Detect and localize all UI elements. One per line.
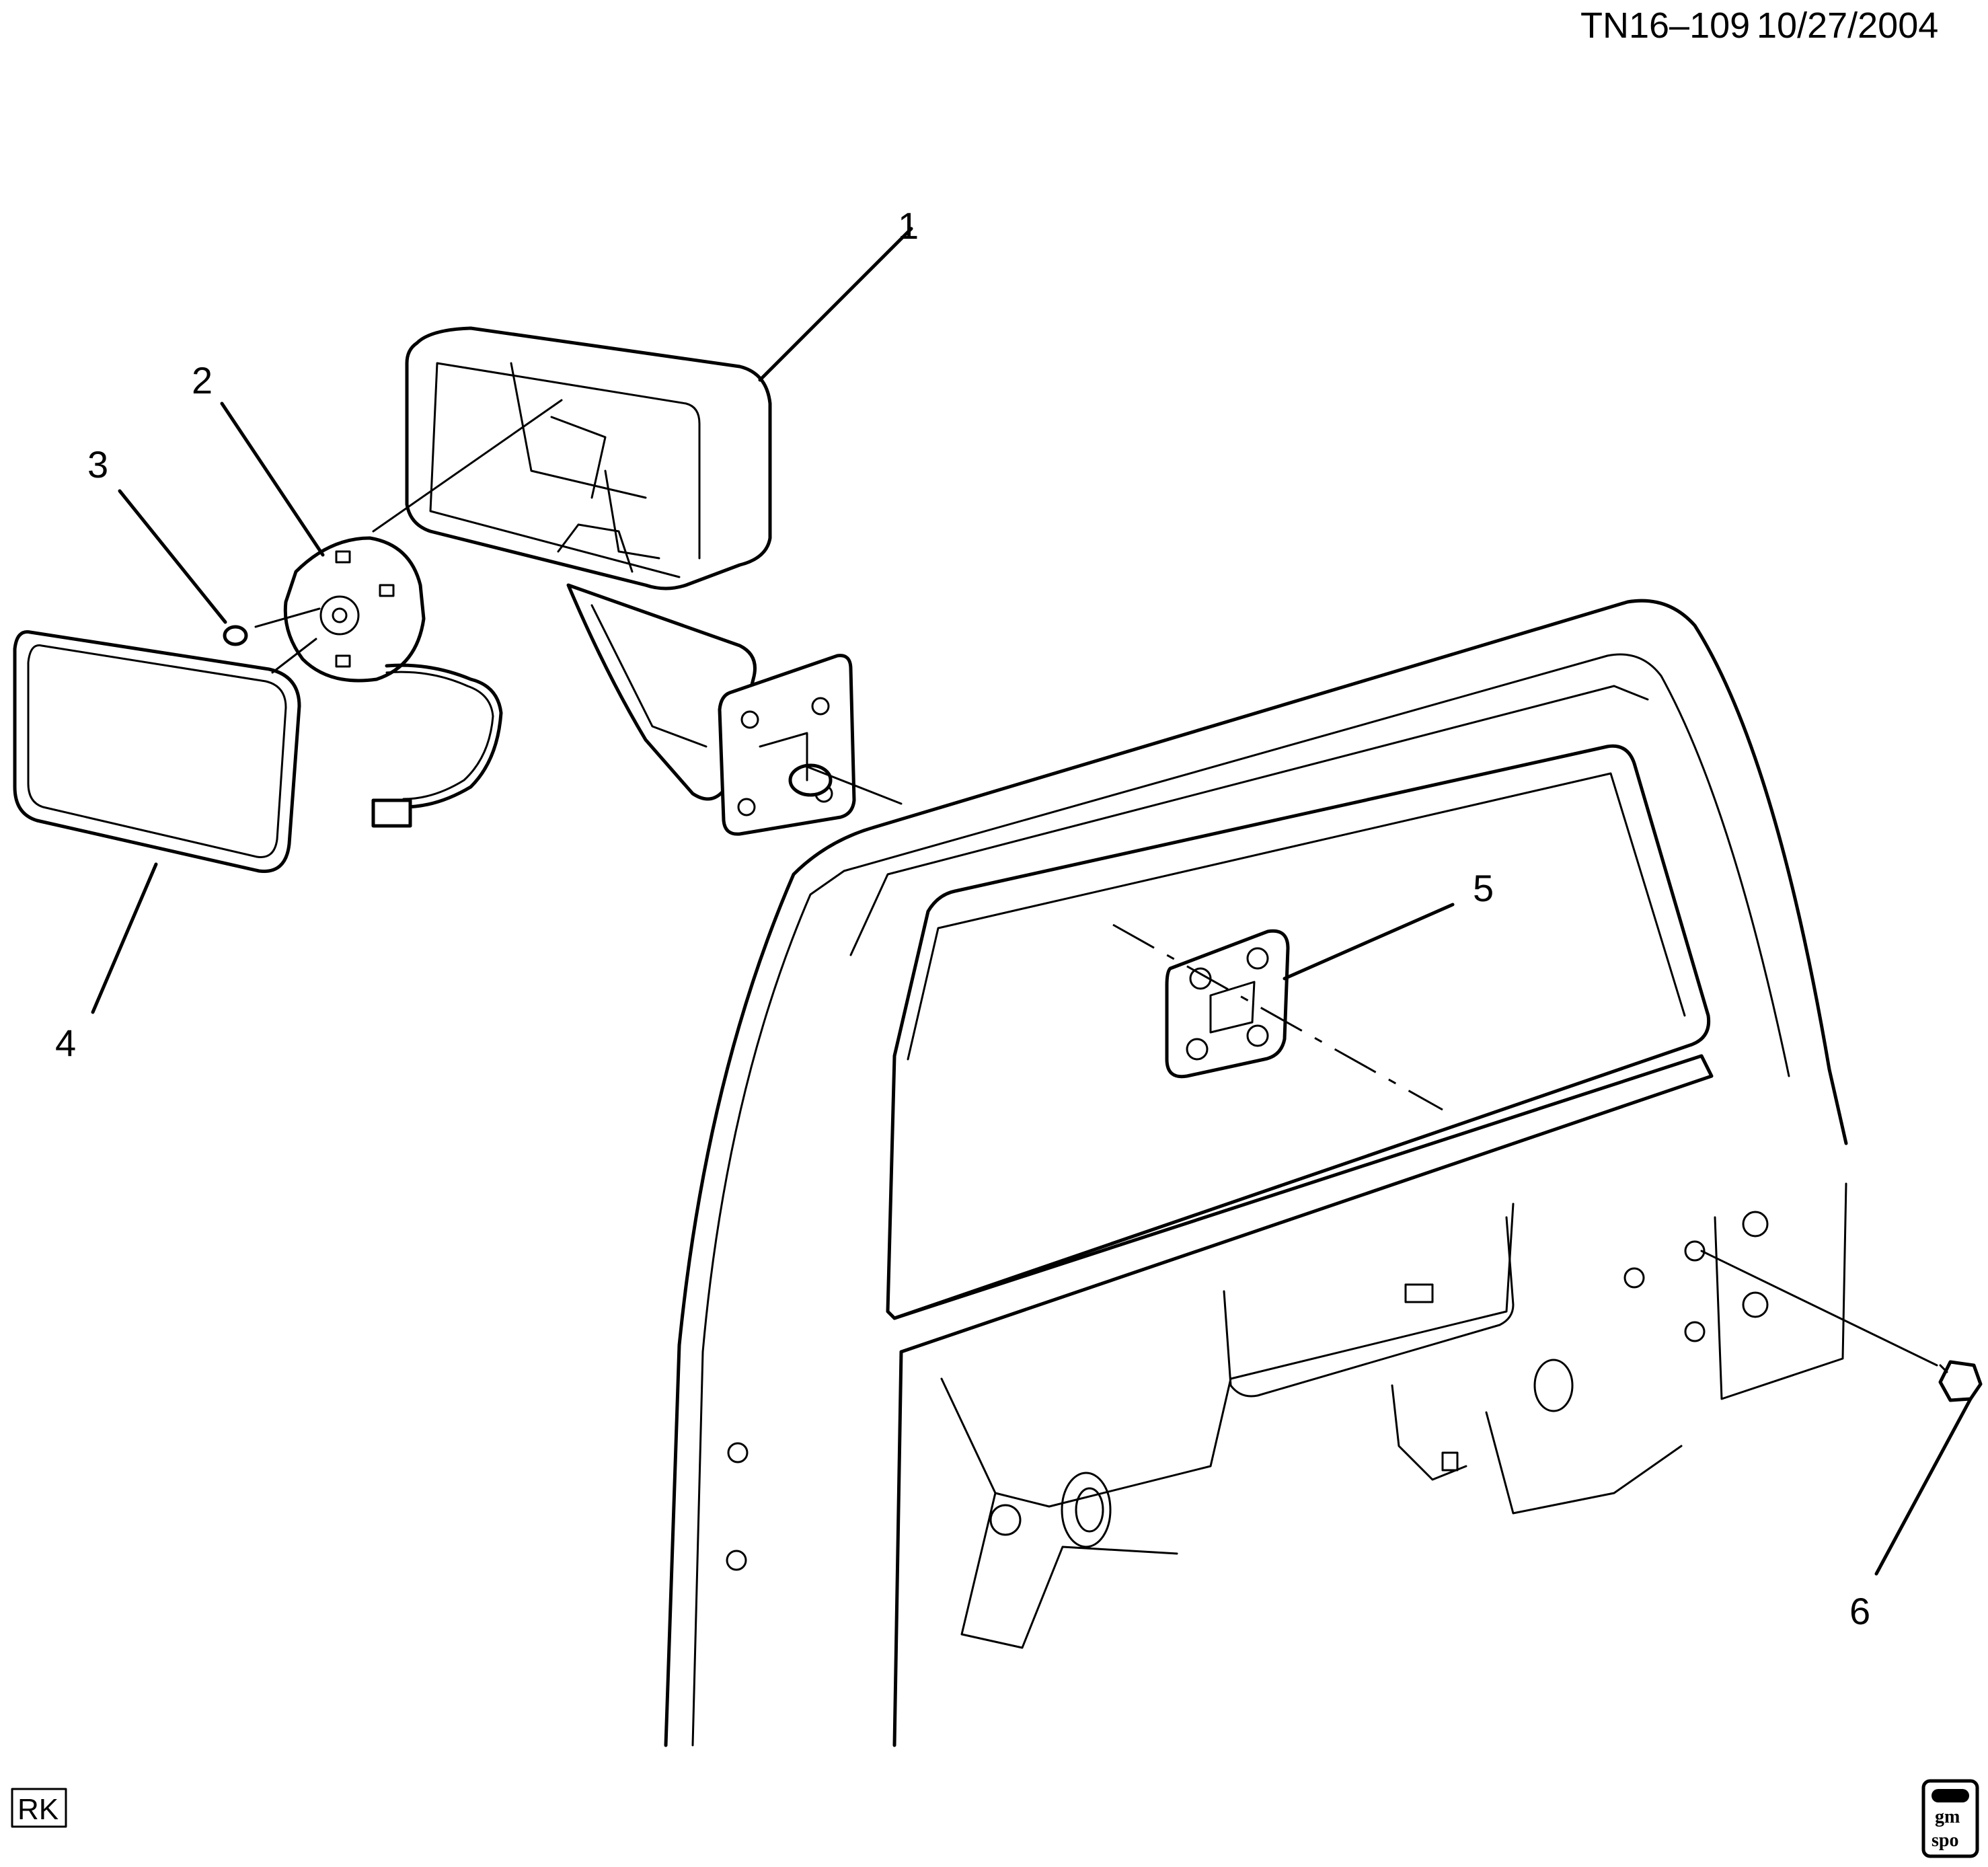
view-tag: RK (11, 1788, 67, 1828)
drawing-id: TN16–109 (1580, 5, 1750, 46)
callout-leader-1 (758, 227, 913, 382)
callout-leader-6 (1874, 1397, 1973, 1576)
assembly-line-3-2 (254, 607, 321, 628)
callout-number-2: 2 (192, 359, 213, 402)
mirror-glass (13, 630, 301, 873)
callout-leader-2 (220, 402, 325, 557)
view-tag-text: RK (17, 1793, 59, 1826)
callout-leader-5 (1283, 903, 1455, 981)
logo-text-bottom: spo (1932, 1830, 1958, 1851)
door-panel (664, 599, 1848, 1747)
gmspo-logo: gm spo (1921, 1779, 1979, 1858)
mirror-actuator-motor (283, 536, 503, 828)
drawing-date: 10/27/2004 (1757, 5, 1938, 46)
assembly-line-5 (1112, 923, 1443, 1111)
actuator-pin (223, 625, 248, 646)
mirror-gasket (1165, 929, 1290, 1079)
assembly-line-4-2 (271, 638, 317, 674)
callout-number-4: 4 (55, 1022, 76, 1064)
callout-number-6: 6 (1849, 1590, 1870, 1632)
mounting-nut (1938, 1360, 1983, 1402)
mirror-housing (405, 326, 856, 836)
assembly-line-6 (1700, 1250, 1938, 1367)
assembly-line-1-door (806, 765, 903, 805)
callout-number-5: 5 (1473, 867, 1494, 909)
callout-number-1: 1 (898, 204, 919, 247)
callout-leader-3 (118, 489, 227, 624)
callout-leader-4 (91, 862, 158, 1014)
assembly-line-2-1 (372, 399, 563, 533)
logo-text-top: gm (1935, 1806, 1960, 1827)
callout-number-3: 3 (87, 443, 108, 486)
